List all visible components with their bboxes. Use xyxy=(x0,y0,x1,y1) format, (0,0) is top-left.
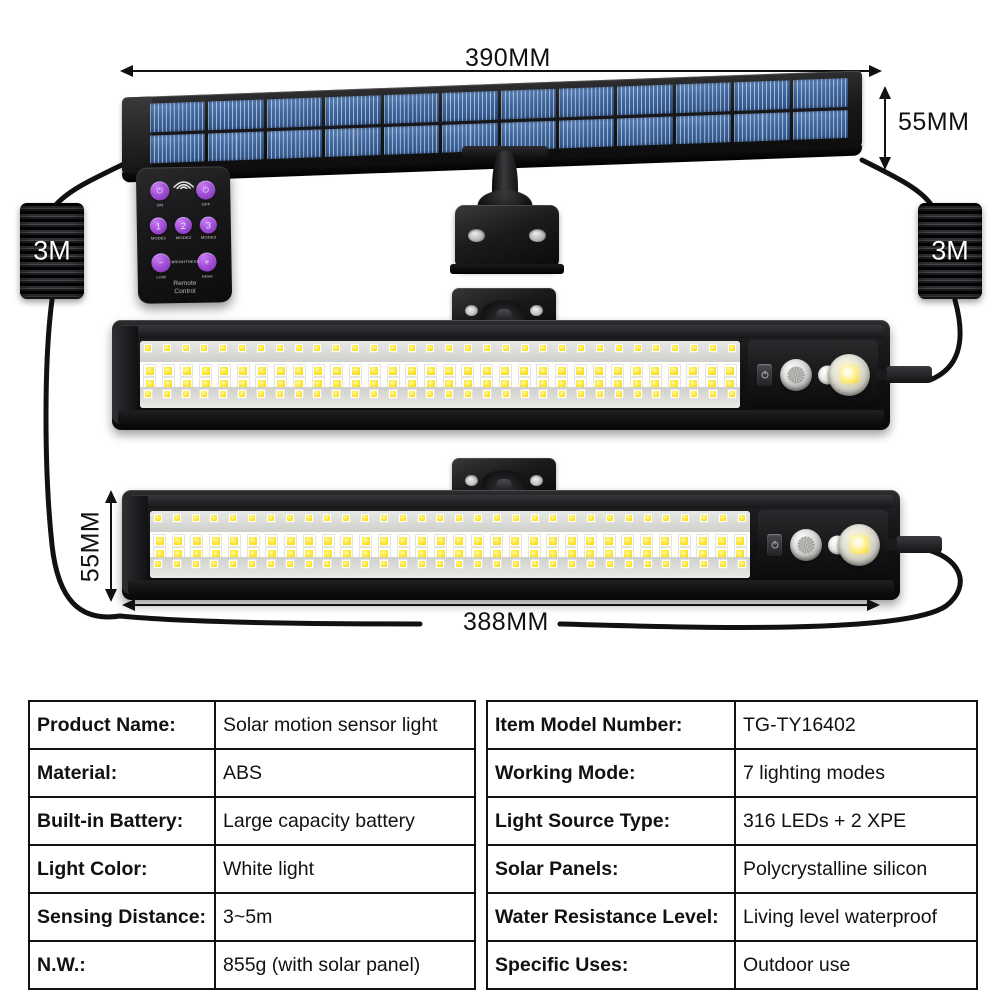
power-icon xyxy=(761,370,768,379)
xpe-spotlight xyxy=(838,523,880,566)
screw-hole xyxy=(465,305,478,316)
cable-length-label-right: 3M xyxy=(931,235,969,266)
spec-value: TG-TY16402 xyxy=(734,700,978,750)
lamp-bar-lower xyxy=(122,490,900,600)
remote-button-off[interactable]: ⏻ xyxy=(196,180,216,200)
screw-hole xyxy=(468,229,485,242)
screw-hole xyxy=(530,475,543,486)
screw-hole xyxy=(530,305,543,316)
spec-key: Material: xyxy=(28,748,216,798)
remote-button-on[interactable]: ⏻ xyxy=(150,181,170,201)
spec-key: Solar Panels: xyxy=(486,844,736,894)
remote-button-mode3[interactable]: 3 xyxy=(199,216,217,234)
table-row: Item Model Number: TG-TY16402 xyxy=(486,700,978,750)
led-array-upper xyxy=(140,341,740,408)
spec-value: Solar motion sensor light xyxy=(214,700,476,750)
table-row: Water Resistance Level: Living level wat… xyxy=(486,892,978,942)
spec-value: Polycrystalline silicon xyxy=(734,844,978,894)
spec-key: Item Model Number: xyxy=(486,700,736,750)
xpe-spotlight xyxy=(828,353,870,396)
power-button[interactable] xyxy=(757,363,772,386)
spec-key: Product Name: xyxy=(28,700,216,750)
solar-panel xyxy=(122,70,862,183)
remote-button-low[interactable]: − xyxy=(151,253,171,273)
table-row: Light Source Type: 316 LEDs + 2 XPE xyxy=(486,796,978,846)
spec-value: 316 LEDs + 2 XPE xyxy=(734,796,978,846)
dimension-label-55mm-lamp: 55MM xyxy=(76,510,105,583)
remote-label-high: HIGH xyxy=(201,273,213,279)
spec-value: 855g (with solar panel) xyxy=(214,940,476,990)
spec-key: N.W.: xyxy=(28,940,216,990)
spec-value: White light xyxy=(214,844,476,894)
remote-label-brightness: BRIGHTNESS xyxy=(171,258,200,265)
cable-plug-lower xyxy=(887,536,942,553)
power-button[interactable] xyxy=(767,533,782,556)
lamp-mount-upper xyxy=(452,288,556,326)
table-row: Solar Panels: Polycrystalline silicon xyxy=(486,844,978,894)
remote-label-low: LOW xyxy=(156,274,167,280)
signal-wave-icon xyxy=(173,181,194,190)
remote-label-off: OFF xyxy=(201,201,211,207)
led-bevel-bottom xyxy=(140,387,740,408)
spec-key: Light Color: xyxy=(28,844,216,894)
spec-key: Water Resistance Level: xyxy=(486,892,736,942)
table-row: Sensing Distance: 3~5m xyxy=(28,892,476,942)
dimension-label-388mm: 388MM xyxy=(463,608,549,636)
remote-button-mode1[interactable]: 1 xyxy=(149,217,167,235)
screw-hole xyxy=(529,229,546,242)
spec-value: Living level waterproof xyxy=(734,892,978,942)
pir-motion-sensor xyxy=(780,358,812,391)
led-array-lower xyxy=(150,511,750,578)
spec-key: Light Source Type: xyxy=(486,796,736,846)
control-cluster-lower xyxy=(758,510,888,579)
table-row: Working Mode: 7 lighting modes xyxy=(486,748,978,798)
remote-brand-line2: Control xyxy=(174,287,196,296)
spec-value: Outdoor use xyxy=(734,940,978,990)
spec-table-left: Product Name: Solar motion sensor light … xyxy=(28,700,476,990)
spec-value: Large capacity battery xyxy=(214,796,476,846)
table-row: N.W.: 855g (with solar panel) xyxy=(28,940,476,990)
control-cluster-upper xyxy=(748,340,878,409)
power-icon xyxy=(771,540,778,549)
led-bevel-top xyxy=(140,341,740,362)
table-row: Built-in Battery: Large capacity battery xyxy=(28,796,476,846)
table-row: Light Color: White light xyxy=(28,844,476,894)
dimension-label-55mm-solar: 55MM xyxy=(898,108,970,136)
cable-length-label-left: 3M xyxy=(33,235,71,266)
lamp-bar-upper xyxy=(112,320,890,430)
pir-motion-sensor xyxy=(790,528,822,561)
spec-key: Specific Uses: xyxy=(486,940,736,990)
spec-value: 3~5m xyxy=(214,892,476,942)
led-bevel-bottom xyxy=(150,557,750,578)
remote-button-mode2[interactable]: 2 xyxy=(174,216,192,235)
cable-coil-right: 3M xyxy=(918,203,982,299)
remote-brand: Remote Control xyxy=(138,279,232,297)
spec-key: Working Mode: xyxy=(486,748,736,798)
spec-table-right: Item Model Number: TG-TY16402 Working Mo… xyxy=(486,700,978,990)
spec-value: 7 lighting modes xyxy=(734,748,978,798)
cable-plug-upper xyxy=(877,366,932,383)
table-row: Specific Uses: Outdoor use xyxy=(486,940,978,990)
dimension-label-390mm: 390MM xyxy=(465,44,551,72)
table-row: Product Name: Solar motion sensor light xyxy=(28,700,476,750)
remote-label-mode3: MODE3 xyxy=(200,234,217,240)
cable-coil-left: 3M xyxy=(20,203,84,299)
led-bevel-top xyxy=(150,511,750,532)
screw-hole xyxy=(465,475,478,486)
table-row: Material: ABS xyxy=(28,748,476,798)
remote-label-on: ON xyxy=(156,202,164,208)
spec-key: Built-in Battery: xyxy=(28,796,216,846)
spec-key: Sensing Distance: xyxy=(28,892,216,942)
spec-value: ABS xyxy=(214,748,476,798)
remote-control: ⏻ ON ⏻ OFF 1 MODE1 2 MODE2 3 MODE3 − LOW… xyxy=(135,166,233,304)
